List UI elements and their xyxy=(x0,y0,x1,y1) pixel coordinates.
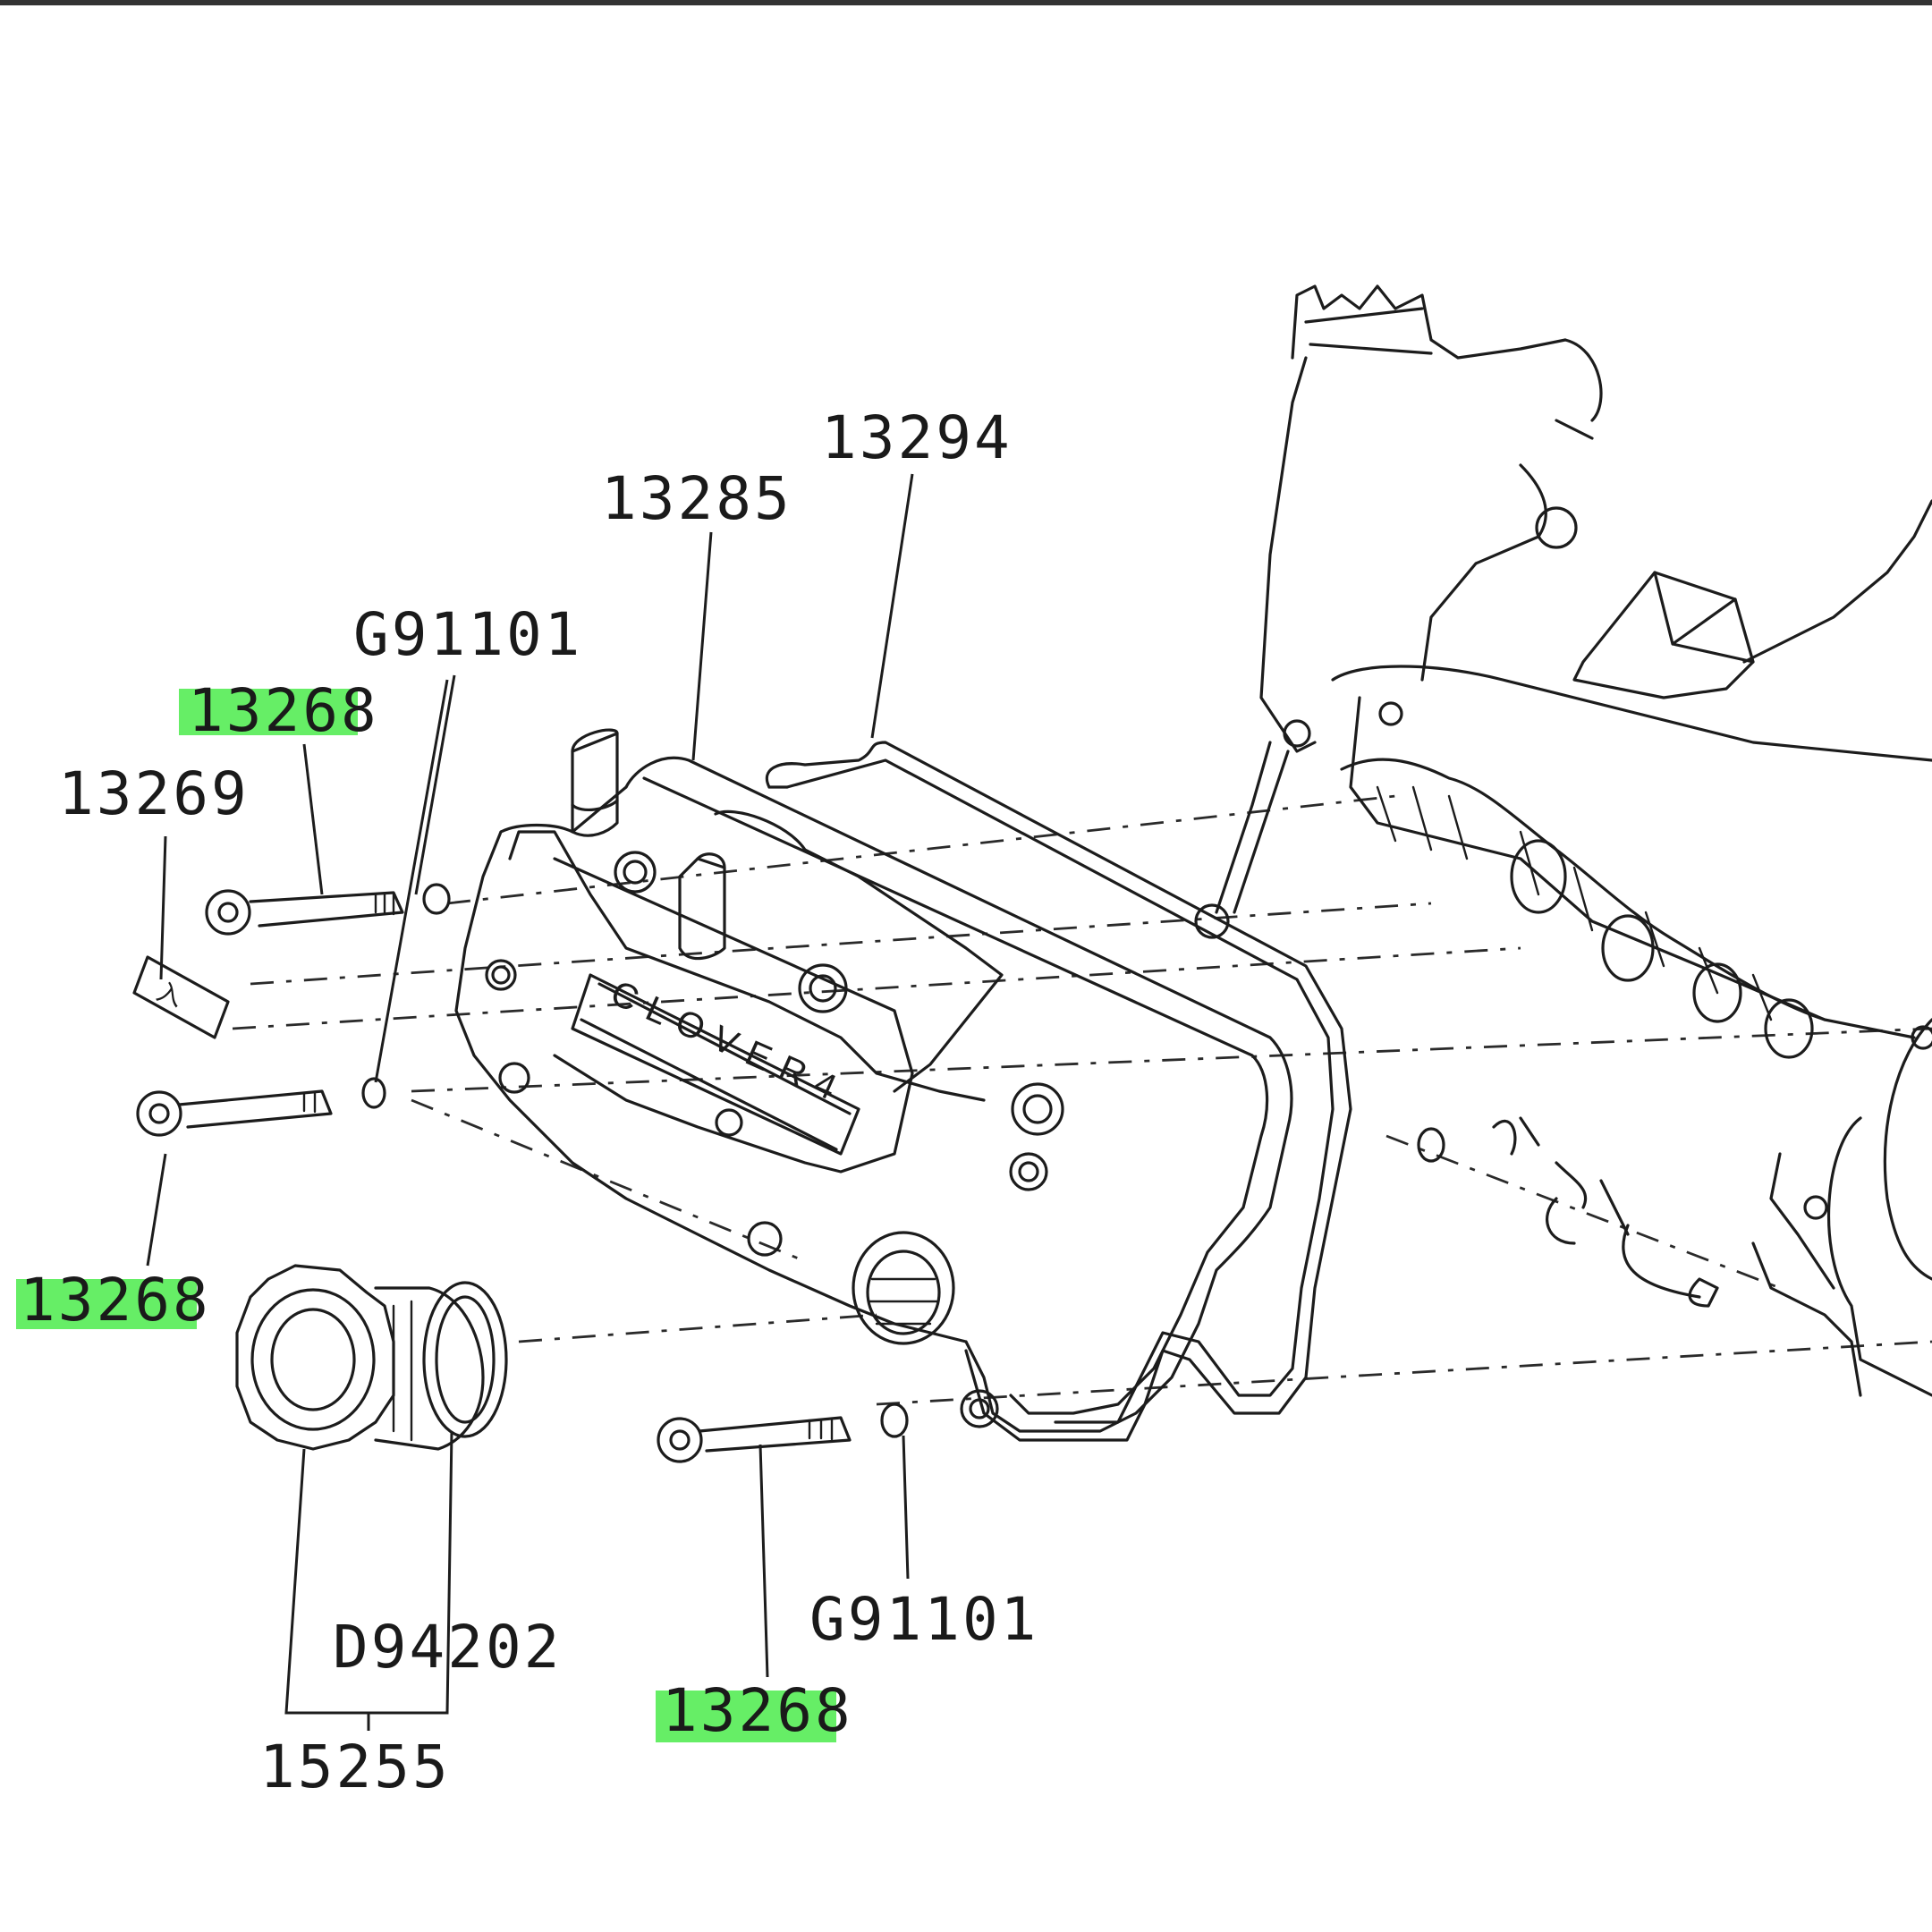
cover-lettering: CLOVER4 xyxy=(605,973,853,1113)
label-13285: 13285 xyxy=(601,464,792,533)
bolt-bottom xyxy=(657,1416,852,1463)
grommet-13269: 入 xyxy=(132,955,230,1039)
label-d94202: D94202 xyxy=(333,1613,562,1682)
highlight-13268-bottom xyxy=(656,1690,836,1742)
highlight-13268-top xyxy=(179,689,358,735)
label-g91101-bottom: G91101 xyxy=(809,1585,1038,1654)
cylinder-head-drawing xyxy=(1194,284,1932,1397)
label-15255: 15255 xyxy=(259,1733,451,1801)
highlight-13268-mid xyxy=(16,1279,197,1329)
label-13268-bottom: 13268 xyxy=(662,1676,853,1745)
leader-lines xyxy=(146,473,914,1731)
valve-cover-drawing: CLOVER4 xyxy=(454,728,1293,1433)
label-13268-mid: 13268 xyxy=(20,1266,211,1335)
gasket-drawing xyxy=(765,741,1352,1442)
washer-top xyxy=(422,883,451,915)
assembly-dash-lines xyxy=(232,794,1932,1406)
label-13268-top: 13268 xyxy=(188,676,379,745)
washer-bottom xyxy=(880,1402,909,1438)
bolt-top xyxy=(205,889,404,936)
oil-filler-cap-drawing xyxy=(235,1264,508,1451)
label-13294: 13294 xyxy=(821,403,1013,472)
bolt-mid xyxy=(136,1089,333,1137)
washer-mid xyxy=(361,1077,386,1109)
label-g91101-top: G91101 xyxy=(353,600,582,669)
label-13269: 13269 xyxy=(58,759,250,828)
top-edge-bar xyxy=(0,0,1932,5)
